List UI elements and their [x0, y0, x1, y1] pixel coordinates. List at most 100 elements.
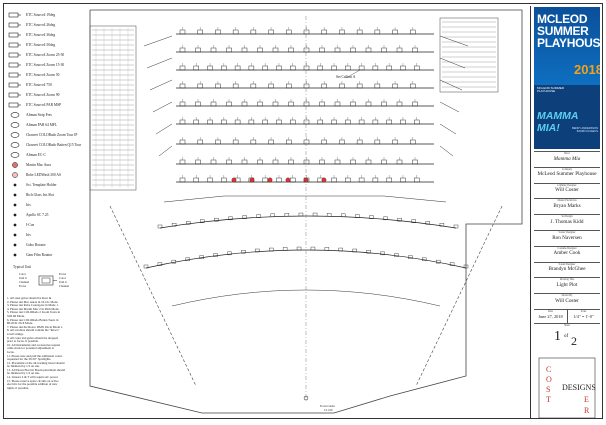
- fixture-icon: [413, 177, 420, 183]
- mover-icon: [285, 177, 291, 183]
- legend-item-label: Sct. Template Holder: [26, 183, 57, 187]
- fixture-icon: [268, 83, 274, 89]
- sheet-of: of: [564, 334, 569, 339]
- fixture-icon: [386, 119, 392, 125]
- fixture-icon: [256, 214, 261, 218]
- proscenium: [163, 195, 447, 203]
- fixture-icon: [422, 257, 427, 262]
- fixture-icon: [193, 177, 200, 183]
- note-line: 5. Please run COLORado 2 Zoom Tours in: [7, 311, 61, 315]
- fixture-icon: [365, 47, 372, 53]
- robe-icon: [12, 172, 18, 179]
- iris-icon: [13, 193, 17, 197]
- house-wall: [415, 205, 503, 387]
- poster-headline: MCLEOD SUMMER PLAYHOUSE: [537, 12, 600, 50]
- side-boom: [439, 79, 463, 91]
- icue-icon: [13, 223, 17, 227]
- s4-36-icon: [8, 32, 21, 38]
- typical-unit-title: Typical Unit: [13, 265, 32, 269]
- fixture-icon: [358, 177, 365, 183]
- fixture-icon: [303, 83, 310, 89]
- date-value: June 27, 2018: [538, 313, 563, 319]
- fixture-icon: [400, 65, 406, 71]
- fixture-icon: [242, 215, 247, 219]
- legend-item-label: ETC Source4 Zoom 90: [26, 93, 60, 97]
- fixture-icon: [257, 47, 263, 53]
- legend-item-label: Altman PAR 64 MFL: [26, 123, 58, 127]
- fixture-icon: [272, 47, 279, 53]
- note-line: 6. Please run COLORado Batten Tours in: [7, 318, 59, 322]
- legend-item-label: ETC Source4 Zoom 50: [26, 73, 60, 77]
- coster-designs-logo: C O S T DESIGNS E R: [534, 356, 600, 420]
- set-callout-label: Set Callout A: [336, 75, 356, 79]
- fixture-icon: [449, 262, 455, 266]
- scale-value: 1/4" = 1'-0": [573, 313, 594, 319]
- fixture-icon: [226, 101, 232, 107]
- svg-text:DESIGNS: DESIGNS: [562, 383, 596, 392]
- legend-item: Chauvet COLORado Batten Q15 Tour: [7, 140, 81, 150]
- title-field-value: J. Thomas Kidd: [550, 218, 584, 225]
- fixture-icon: [221, 177, 227, 183]
- title-field-label: Lighting Designer: [557, 183, 577, 187]
- legend-item: ETC Source4 Zoom 25-50: [7, 50, 64, 60]
- fixture-icon: [412, 159, 418, 165]
- legend-item-label: Iris: [26, 203, 31, 207]
- fixture-icon: [303, 139, 310, 145]
- fixture-icon: [303, 159, 310, 165]
- typ-channel-label: Channel: [19, 280, 29, 284]
- fixture-icon: [257, 159, 263, 165]
- note-line: electrics for the possible addition of n…: [7, 383, 58, 387]
- fixture-icon: [288, 101, 294, 107]
- plot-notes: 1. All steel gobos should be Rosc &2. Pl…: [7, 297, 83, 390]
- iris2-icon: [13, 203, 17, 207]
- fixture-icon: [358, 65, 365, 71]
- fixture-icon: [250, 83, 257, 89]
- fixture-icon: [355, 214, 360, 218]
- fixture-icon: [310, 246, 316, 251]
- fixture-icon: [197, 29, 203, 35]
- fixture-icon: [392, 29, 398, 35]
- title-field-label: Costume Designer: [557, 246, 577, 250]
- fixture-icon: [207, 65, 213, 71]
- fixture-icon: [410, 139, 416, 145]
- fixture-icon: [380, 251, 385, 256]
- poster-show-title: MAMMA MIA!: [537, 110, 579, 134]
- title-field-value: Will Coster: [555, 187, 579, 194]
- fixture-icon: [255, 248, 260, 253]
- fixture-icon: [289, 65, 296, 71]
- note-line: be finalized by 1/2 on site.: [7, 372, 40, 376]
- fixture-icon: [288, 159, 294, 165]
- fixture-icon: [257, 101, 263, 107]
- side-boom: [439, 101, 460, 113]
- fixture-icon: [365, 159, 372, 165]
- fixture-icon: [171, 223, 177, 227]
- note-line: 13. All Down Electric Boom placement sho…: [7, 368, 65, 372]
- fixture-icon: [228, 216, 233, 221]
- fixture-icon: [411, 219, 416, 223]
- side-boom: [439, 145, 454, 157]
- fixture-icon: [453, 224, 459, 229]
- fixture-icon: [199, 255, 204, 259]
- fixture-icon: [234, 65, 241, 71]
- s4-90-icon: [8, 92, 21, 98]
- legend-item: Robe LEDWash 300 AS: [7, 170, 61, 180]
- title-field-value: Mamma Mia: [553, 155, 581, 162]
- fixture-icon: [412, 47, 418, 53]
- sheet-border: [3, 3, 603, 419]
- fixture-icon: [339, 83, 345, 89]
- fres-icon: [10, 112, 20, 118]
- fixture-icon: [286, 83, 292, 89]
- fixture-icon: [439, 223, 445, 227]
- fixture-icon: [435, 259, 441, 264]
- focus-center-marker: [303, 395, 309, 401]
- fixture-icon: [284, 213, 290, 217]
- typ-focus-label: Focus: [19, 284, 27, 288]
- fixture-icon: [345, 65, 351, 71]
- legend-item: ETC Source4 36deg: [7, 30, 55, 40]
- sheet-total: 2: [571, 334, 577, 348]
- legend-item-label: ETC Source4 19deg: [26, 13, 56, 17]
